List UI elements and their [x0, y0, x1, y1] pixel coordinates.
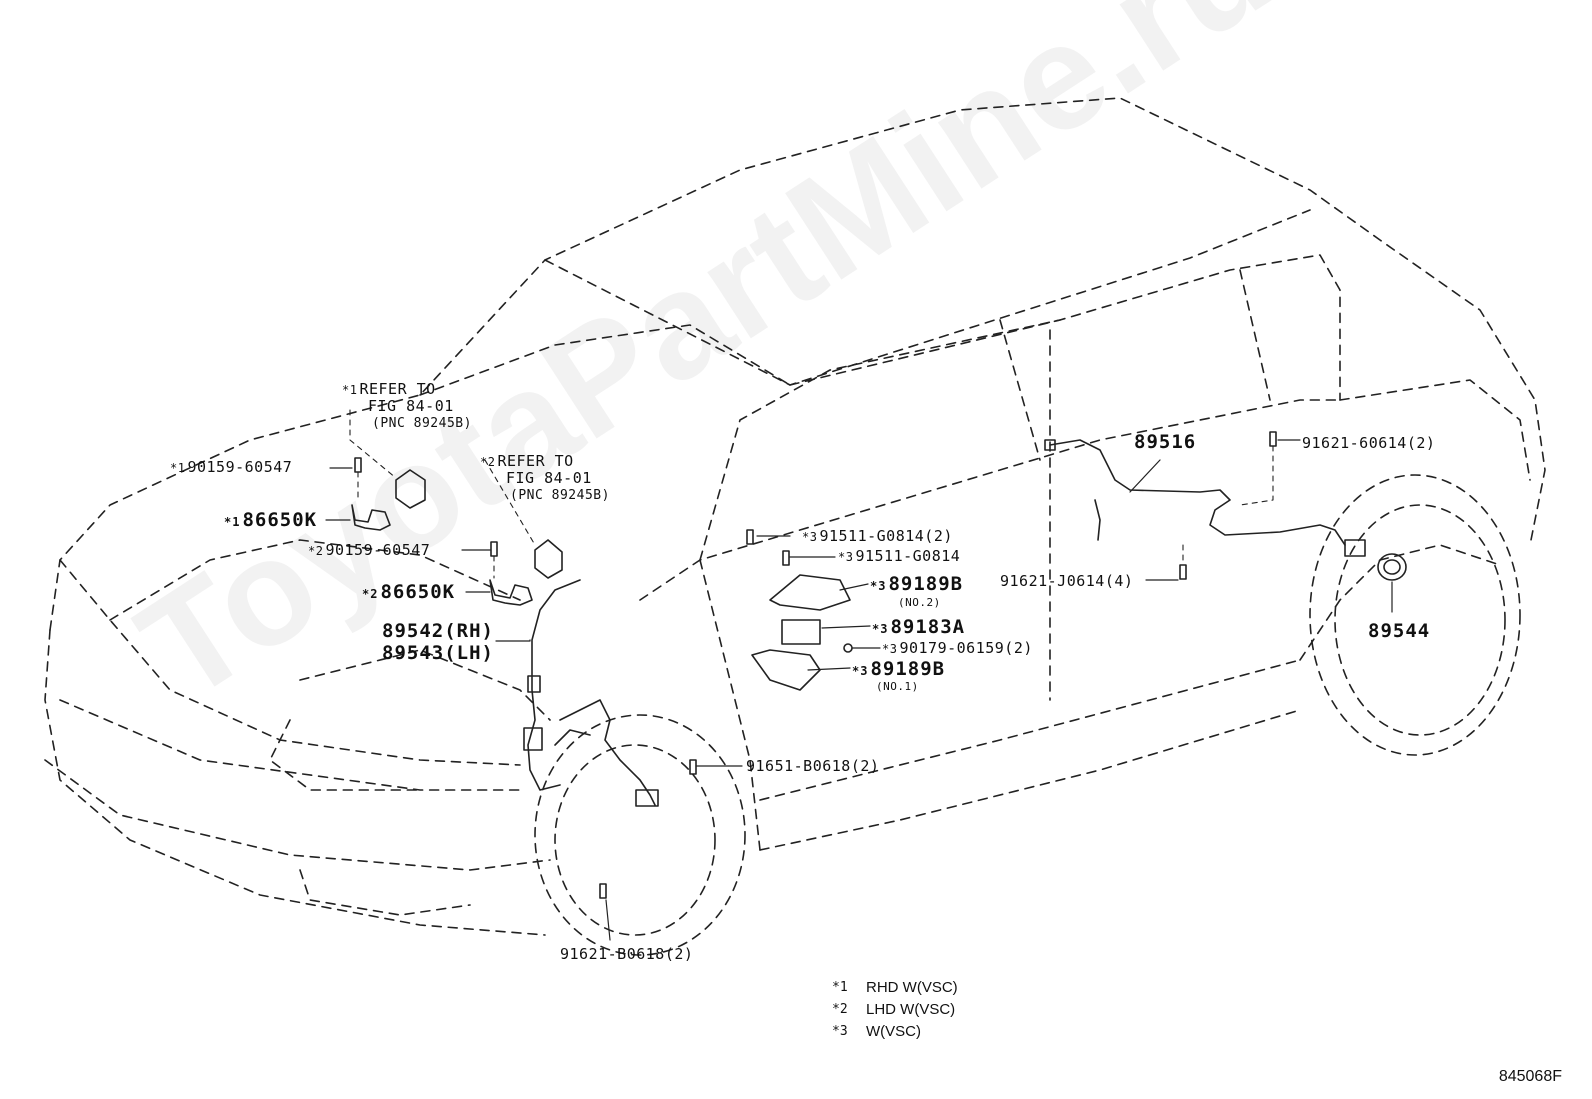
yaw-rate-sensor-bracket [751, 574, 851, 691]
legend-text: RHD W(VSC) [866, 978, 958, 996]
refer-line: REFER TO [359, 380, 436, 398]
sensor-86650k-2 [489, 539, 563, 606]
part-number-lh: 89543(LH) [382, 642, 494, 664]
refer-line: (PNC 89245B) [510, 488, 610, 503]
legend-row: *3 W(VSC) [832, 1020, 958, 1042]
callout-marker: *1 [170, 461, 186, 475]
callout-marker: *2 [308, 544, 324, 558]
label-89544: 89544 [1368, 620, 1431, 642]
part-number: 90179-06159(2) [899, 639, 1033, 657]
figure-code: 845068F [1498, 1068, 1562, 1085]
label-front-sensors: 89542(RH) 89543(LH) [382, 620, 494, 664]
label-no1: (NO.1) [876, 680, 919, 693]
car-body-outline [44, 97, 1546, 936]
part-number: 89189B [870, 658, 946, 680]
label-91651-b0618: 91651-B0618(2) [746, 757, 880, 775]
callout-marker: *3 [802, 530, 818, 544]
part-number: 89183A [890, 616, 966, 638]
leader-lines [325, 439, 1393, 941]
refer-line: FIG 84-01 [506, 469, 592, 487]
callout-marker: *2 [480, 455, 496, 469]
wheels [534, 474, 1521, 956]
legend-text: W(VSC) [866, 1022, 921, 1040]
callout-marker: *1 [342, 383, 358, 397]
refer-line: REFER TO [497, 452, 574, 470]
legend-row: *2 LHD W(VSC) [832, 998, 958, 1020]
part-number: 86650K [242, 509, 318, 531]
part-number: 89189B [888, 573, 964, 595]
callout-marker: *2 [362, 587, 379, 601]
callout-marker: *3 [852, 664, 869, 678]
sensor-86650k-1 [351, 469, 426, 531]
label-91621-60614: 91621-60614(2) [1302, 434, 1436, 452]
part-number: 90159-60547 [187, 458, 293, 476]
label-no2: (NO.2) [898, 596, 941, 609]
label-91621-j0614: 91621-J0614(4) [1000, 572, 1134, 590]
legend-row: *1 RHD W(VSC) [832, 976, 958, 998]
legend-key: *2 [832, 1001, 848, 1017]
front-sensor-harness [523, 579, 659, 807]
legend-key: *3 [832, 1023, 848, 1039]
rear-rotor-89544 [1377, 553, 1407, 581]
legend-key: *1 [832, 979, 848, 995]
part-number: 90159-60547 [325, 541, 431, 559]
refer-line: (PNC 89245B) [372, 416, 472, 431]
part-number: 91511-G0814 [855, 547, 961, 565]
label-89516: 89516 [1134, 431, 1197, 453]
callout-marker: *1 [224, 515, 241, 529]
part-number-rh: 89542(RH) [382, 620, 494, 642]
legend: *1 RHD W(VSC) *2 LHD W(VSC) *3 W(VSC) [832, 976, 958, 1042]
label-91621-b0618: 91621-B0618(2) [560, 945, 694, 963]
refer-line: FIG 84-01 [368, 397, 454, 415]
rear-sensor-harness [1044, 439, 1366, 557]
dashed-leaders [349, 409, 1274, 579]
legend-text: LHD W(VSC) [866, 1000, 956, 1018]
callout-marker: *3 [838, 550, 854, 564]
callout-marker: *3 [872, 622, 889, 636]
part-number: 86650K [380, 581, 456, 603]
callout-marker: *3 [870, 579, 887, 593]
callout-marker: *3 [882, 642, 898, 656]
part-number: 91511-G0814(2) [819, 527, 953, 545]
